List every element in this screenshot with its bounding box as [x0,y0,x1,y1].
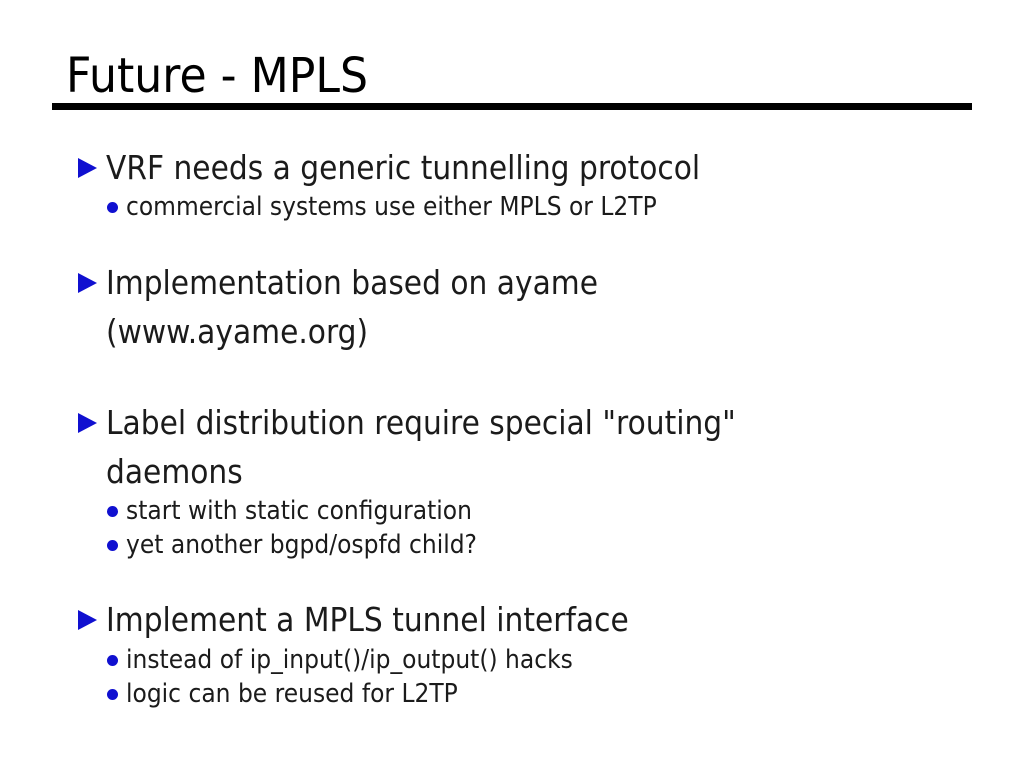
bullet-text: Implement a MPLS tunnel interface [106,600,629,639]
triangle-bullet-icon [78,413,97,433]
sub-bullet-row: logic can be reused for L2TP [0,680,1024,708]
sub-bullet-text: instead of ip_input()/ip_output() hacks [126,645,573,675]
sub-bullet-text: logic can be reused for L2TP [126,679,458,709]
bullet-continuation-row: (www.ayame.org) [0,314,1024,350]
dot-bullet-icon [107,505,118,517]
bullet-row: Implementation based on ayame [0,265,1024,301]
title-underline [52,103,972,110]
sub-bullet-text: commercial systems use either MPLS or L2… [126,192,657,222]
sub-bullet-text: start with static configuration [126,496,472,526]
sub-bullet-row: yet another bgpd/ospfd child? [0,531,1024,559]
bullet-text: daemons [106,452,243,491]
sub-bullet-row: commercial systems use either MPLS or L2… [0,193,1024,221]
triangle-bullet-icon [78,273,97,293]
dot-bullet-icon [107,654,118,666]
bullet-row: Label distribution require special "rout… [0,405,1024,441]
dot-bullet-icon [107,201,118,213]
bullet-text: VRF needs a generic tunnelling protocol [106,148,701,187]
bullet-text: Label distribution require special "rout… [106,403,736,442]
bullet-row: VRF needs a generic tunnelling protocol [0,150,1024,186]
sub-bullet-row: start with static configuration [0,497,1024,525]
bullet-continuation-row: daemons [0,454,1024,490]
sub-bullet-row: instead of ip_input()/ip_output() hacks [0,646,1024,674]
bullet-row: Implement a MPLS tunnel interface [0,602,1024,638]
triangle-bullet-icon [78,610,97,630]
dot-bullet-icon [107,539,118,551]
triangle-bullet-icon [78,158,97,178]
sub-bullet-text: yet another bgpd/ospfd child? [126,530,477,560]
bullet-text: (www.ayame.org) [106,312,369,351]
bullet-text: Implementation based on ayame [106,263,598,302]
dot-bullet-icon [107,688,118,700]
slide-title: Future - MPLS [66,48,369,104]
